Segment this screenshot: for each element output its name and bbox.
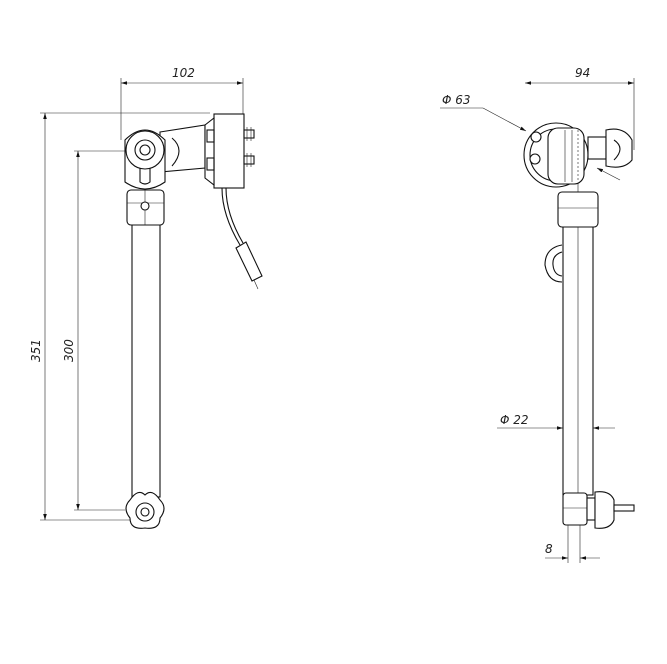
dim-label-phi22: Φ 22 [500, 413, 529, 427]
bottom-knob-icon[interactable] [125, 491, 165, 529]
ratchet-teeth [564, 130, 579, 182]
screw-icon [529, 153, 541, 165]
dimension-width-front: 94 [525, 66, 635, 150]
front-view: 94 Φ 63 Φ [440, 66, 635, 563]
dimension-head-diameter: Φ 63 [440, 93, 621, 181]
top-knob-icon[interactable] [125, 130, 165, 170]
dimension-width-side: 102 [120, 66, 244, 140]
rod [131, 221, 161, 498]
dim-label-phi63: Φ 63 [442, 93, 471, 107]
bottom-clamp [562, 491, 635, 529]
terminal-icon [243, 127, 255, 167]
dim-label-351: 351 [29, 339, 43, 362]
knob-stem [587, 136, 607, 160]
side-view: 102 351 300 [29, 66, 263, 529]
bottom-knob-icon[interactable] [594, 491, 615, 529]
dim-label-8: 8 [545, 542, 553, 556]
cable-plug [235, 241, 263, 282]
dim-label-300: 300 [62, 339, 76, 362]
dimension-total-height: 351 [29, 112, 210, 521]
mount-plate [213, 113, 245, 189]
dim-label-94: 94 [575, 66, 590, 80]
screw-icon [530, 131, 542, 143]
hanger-ring [544, 244, 563, 283]
dimension-rod-diameter: Φ 22 [497, 413, 615, 430]
side-knob-icon[interactable] [605, 128, 633, 168]
swivel-arm [159, 124, 206, 173]
dimension-rod-height: 300 [62, 150, 125, 511]
dim-label-102: 102 [172, 66, 195, 80]
dimension-offset: 8 [545, 525, 600, 563]
clamp-block [557, 191, 599, 228]
cable [221, 187, 241, 246]
